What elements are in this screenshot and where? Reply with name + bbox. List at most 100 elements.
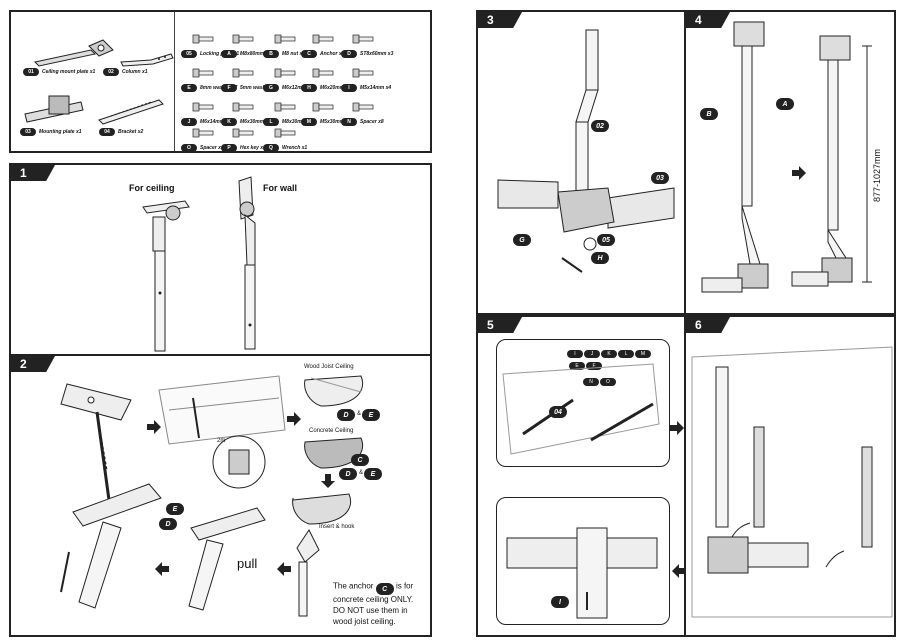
part-code-badge: A [221,50,237,58]
insert-hook-label: Insert & hook [319,524,355,530]
pull-label: pull [237,556,258,571]
column-attach-drawing-2 [188,507,266,611]
part-name: M6x14mm x4 [200,119,232,125]
arrow-left-icon [672,564,686,578]
part-name: ST8x60mm x3 [360,51,394,57]
part-code-badge: B [263,50,279,58]
badge-04: 04 [549,406,567,418]
part-code-badge: 02 [103,68,119,76]
wood-ceiling-drawing [304,375,364,407]
plate-drill-drawing [60,383,132,501]
part-code-badge: F [221,84,237,92]
step-3-panel: 3 02 03 05 G H [476,10,686,315]
step-4-panel: 4 B A 877-1027mm [684,10,896,315]
ceiling-drill-drawing [158,375,286,489]
hardware-e-icon [192,68,214,78]
step-5-detail-screw: I [496,497,670,625]
part-name: Wrench x1 [282,145,308,151]
hardware-m-icon [312,102,334,112]
part-code-badge: N [341,118,357,126]
part-name: Ceiling mount plate x1 [42,69,96,75]
badge-h: H [591,252,609,264]
note-text: The anchor [333,581,374,591]
part-code-badge: Q [263,144,279,152]
part-name: M5x30mm x4 [320,119,352,125]
part-name: Mounting plate x1 [39,129,82,135]
badge-b: B [700,108,718,120]
part-code-badge: D [341,50,357,58]
note-text: is for [395,581,414,591]
hardware-badge: N [583,378,599,386]
hardware-k-icon [232,102,254,112]
part-name: M6x30mm x4 [240,119,272,125]
part-code-badge: K [221,118,237,126]
badge-e3: E [166,503,184,515]
amp: & [357,411,362,417]
part-name: M6x12mm x1 [282,85,314,91]
mounting-plate-drawing [24,95,164,125]
concrete-ceiling-label: Concrete Ceiling [309,428,354,434]
arrow-left-icon [277,562,291,576]
badge-d3: D [159,518,177,530]
hardware-g-icon [274,68,296,78]
wall-column-drawing [238,176,256,350]
hardware-a-icon [232,34,254,44]
anchor-note-line1: The anchor C is for [333,581,414,595]
step-number: 1 [11,165,55,181]
part-code-badge: I [341,84,357,92]
for-ceiling-label: For ceiling [129,183,175,193]
badge-e: E [362,409,380,421]
part-code-badge: J [181,118,197,126]
part-02-label: 02 Column x1 [103,68,148,76]
hardware-badge: F [586,362,602,370]
badge-g: G [513,234,531,246]
part-code-badge: E [181,84,197,92]
step-6-panel: 6 [672,315,896,637]
part-name: Column x1 [122,69,148,75]
parts-panel: 01 Ceiling mount plate x1 02 Column x1 0… [9,10,432,153]
for-wall-label: For wall [263,183,298,193]
hardware-f-icon [232,68,254,78]
tv-hang-drawing [691,346,893,618]
part-code-badge: C [301,50,317,58]
ceiling-mount-plate-drawing [33,39,174,67]
part-name: M6x20mm x1 [320,85,352,91]
part-name: 5mm washer x4 [240,85,278,91]
part-code-badge: L [263,118,279,126]
hardware-badge: O [600,378,616,386]
part-name: Anchor x2 [320,51,345,57]
wood-joist-ceiling-label: Wood Joist Ceiling [304,364,354,370]
part-code-badge: 01 [23,68,39,76]
part-code-badge: 03 [20,128,36,136]
hardware-j-icon [192,102,214,112]
part-01-label: 01 Ceiling mount plate x1 [23,68,95,76]
step-3-assembly-drawing [497,29,675,273]
parts-divider [174,12,175,151]
part-code-badge: H [301,84,317,92]
badge-c: C [351,454,369,466]
badge-d2: D [339,468,357,480]
amp2: & [359,470,364,476]
step-number: 2 [11,356,55,372]
part-code-badge: M [301,118,317,126]
part-name: M8 nut x2 [282,51,306,57]
hardware-badge: I [567,350,583,358]
part-name: Locking plate x1 [200,51,240,57]
step-4-left-drawing [701,21,769,293]
hardware-l-icon [274,102,296,112]
hardware-p-icon [232,128,254,138]
concrete-ceiling-drawing [304,437,364,469]
part-name: Bracket x2 [118,129,144,135]
